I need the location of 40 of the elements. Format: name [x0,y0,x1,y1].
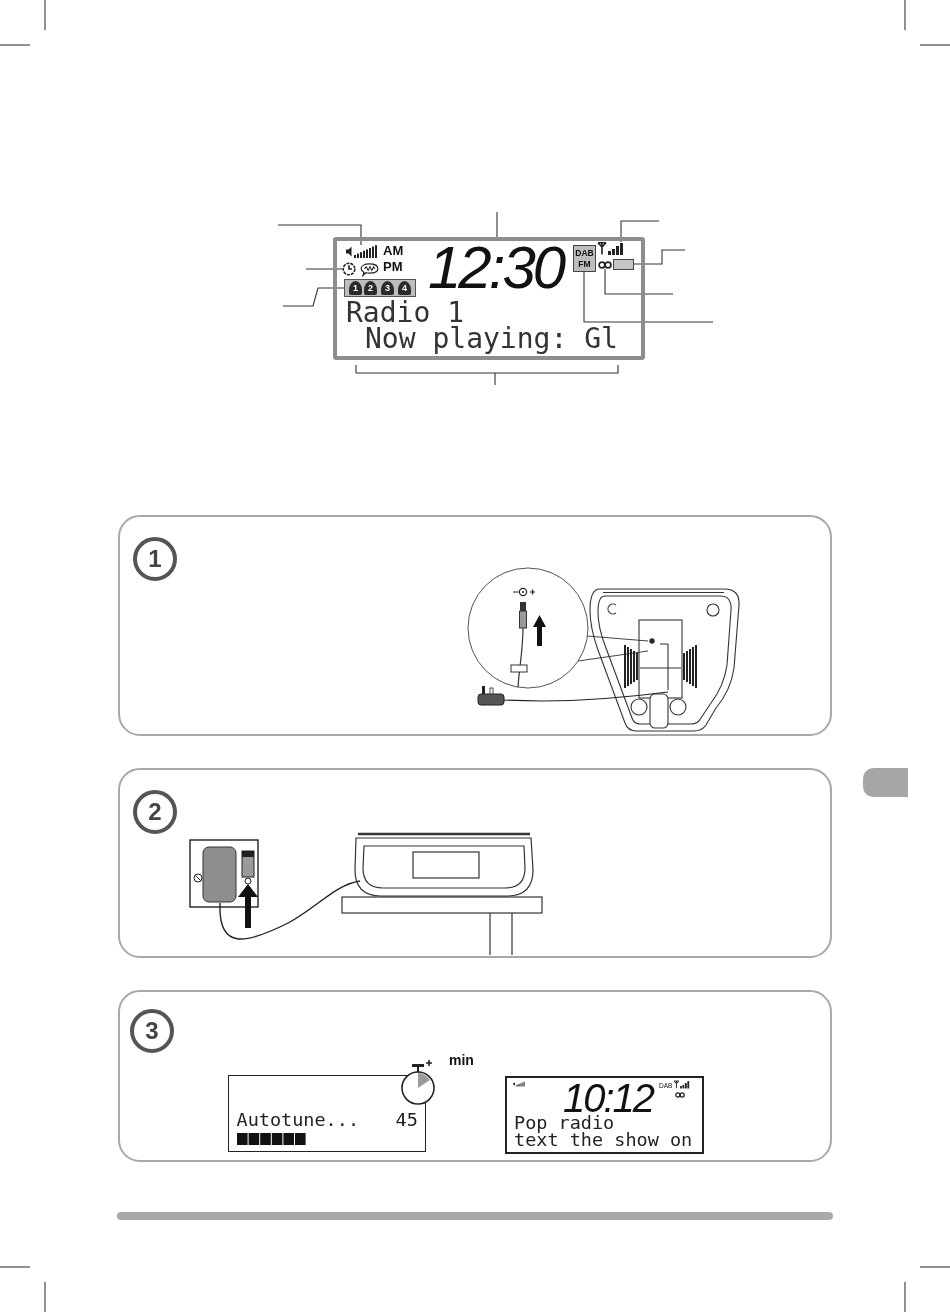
leader-line [277,224,362,246]
lcd-screen [505,1076,704,1154]
clock-time: 12:30 [428,241,569,295]
leader-line [282,287,345,307]
band-label: FM [578,259,591,269]
leader-line [583,271,714,323]
leader-line [633,249,686,265]
clock-icon [342,262,356,276]
station-name: Pop radio [514,1115,615,1132]
station-count: 45 [395,1111,418,1129]
status-text: Autotune... [236,1111,360,1129]
scrolling-text: Now playing: Gl [365,326,618,352]
alarm-bell: 3 [381,281,394,295]
lcd-screen [228,1075,426,1152]
step-number: 1 [133,537,177,581]
step-panel [118,768,832,958]
clock-time: 10:12 [563,1082,655,1114]
leader-line [620,220,660,243]
pm-indicator: PM [383,260,403,273]
leader-line [604,268,674,295]
unit-label: min [449,1053,474,1067]
source-indicator [573,245,596,272]
step-panel [118,515,832,736]
leader-line [305,268,343,270]
lcd-display [333,237,645,360]
volume-level-icon [346,245,378,258]
station-name: Radio 1 [346,300,464,326]
signal-strength-icon [598,242,626,255]
alarm-bell: 4 [398,281,411,295]
am-indicator: AM [383,244,404,257]
indicator-segment [613,259,634,270]
step-number: 2 [133,790,177,834]
scrolling-text: text the show on [514,1132,693,1149]
stereo-icon [598,261,612,269]
band-label: DAB [575,248,594,258]
alarm-indicator-panel [344,279,416,297]
alarm-bell: 1 [349,281,362,295]
alarm-bell: 2 [364,281,377,295]
step-panel [118,990,832,1162]
step-number: 3 [130,1009,174,1053]
